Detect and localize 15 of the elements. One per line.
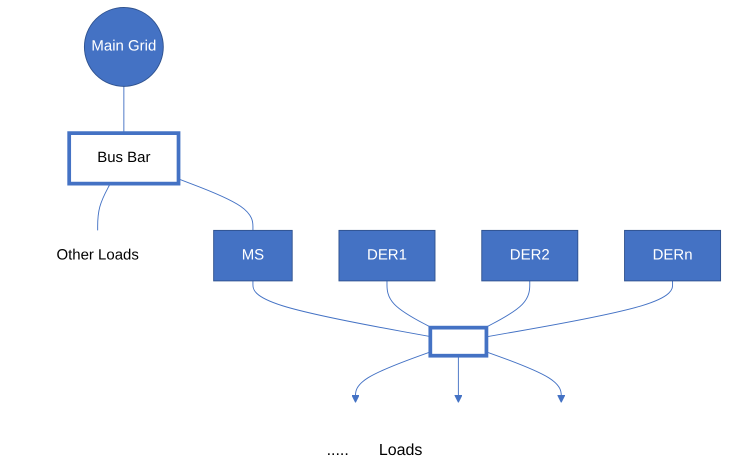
connector (486, 280, 674, 338)
note-text: Loads (378, 442, 422, 460)
node-box: DERn (624, 230, 722, 282)
node-box: DER2 (481, 230, 578, 282)
arrow (454, 355, 462, 403)
connector (123, 86, 124, 134)
node-box: MS (213, 230, 293, 282)
note-text: ..... (326, 442, 349, 460)
connector (97, 183, 111, 231)
node-text: Other Loads (56, 247, 139, 264)
node-box: Bus Bar (67, 131, 180, 186)
node-bar (428, 326, 488, 358)
connector (484, 280, 530, 328)
node-box: DER1 (338, 230, 436, 282)
node-circle: Main Grid (84, 7, 164, 87)
